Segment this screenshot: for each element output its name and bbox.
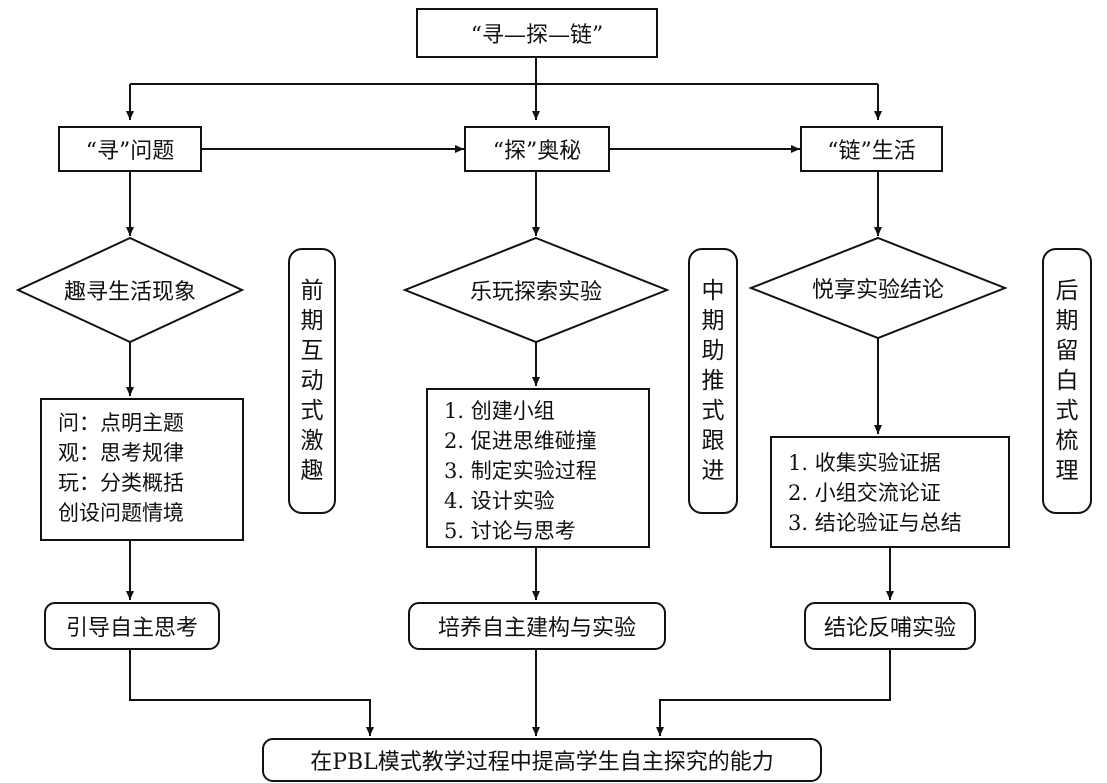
phase-char: 留 xyxy=(1055,338,1079,364)
connector xyxy=(656,650,891,736)
phase-char: 助 xyxy=(701,338,725,364)
list-item: 玩：分类概括 xyxy=(58,471,184,495)
connector xyxy=(129,650,374,736)
phase-char: 推 xyxy=(701,368,725,394)
top-node: “寻—探—链” xyxy=(416,8,658,58)
phase-char: 互 xyxy=(300,338,324,364)
list-item: 创设问题情境 xyxy=(58,501,184,525)
phase-char: 式 xyxy=(1055,398,1079,424)
list-item: 2. 小组交流论证 xyxy=(788,481,941,505)
phase-char: 动 xyxy=(300,368,324,394)
stage-node-link: “链”生活 xyxy=(800,126,943,172)
list-item: 5. 讨论与思考 xyxy=(444,519,576,543)
phase-char: 理 xyxy=(1055,458,1079,484)
result-node-seek: 引导自主思考 xyxy=(44,602,220,650)
phase-char: 激 xyxy=(300,428,324,454)
phase-char: 白 xyxy=(1055,368,1079,394)
phase-pill-late: 后 期 留 白 式 梳 理 xyxy=(1042,248,1092,514)
diamond-label: 悦享实验结论 xyxy=(811,278,945,303)
phase-char: 进 xyxy=(701,458,725,484)
list-item: 1. 创建小组 xyxy=(444,399,555,423)
phase-char: 跟 xyxy=(701,428,725,454)
stage-node-explore: “探”奥秘 xyxy=(464,126,610,172)
diamond-label: 趣寻生活现象 xyxy=(63,280,197,305)
bottom-goal-node: 在PBL模式教学过程中提高学生自主探究的能力 xyxy=(262,738,822,782)
phase-char: 前 xyxy=(300,278,324,304)
phase-char: 期 xyxy=(701,308,725,334)
list-box-link: 1. 收集实验证据 2. 小组交流论证 3. 结论验证与总结 xyxy=(770,436,1010,548)
list-item: 4. 设计实验 xyxy=(444,489,555,513)
phase-pill-early: 前 期 互 动 式 激 趣 xyxy=(288,248,336,514)
phase-char: 梳 xyxy=(1055,428,1079,454)
phase-pill-middle: 中 期 助 推 式 跟 进 xyxy=(688,248,738,514)
phase-char: 式 xyxy=(300,398,324,424)
phase-char: 趣 xyxy=(300,458,324,484)
list-box-explore: 1. 创建小组 2. 促进思维碰撞 3. 制定实验过程 4. 设计实验 5. 讨… xyxy=(426,388,650,548)
list-item: 3. 结论验证与总结 xyxy=(788,511,962,535)
phase-char: 中 xyxy=(701,278,725,304)
phase-char: 期 xyxy=(300,308,324,334)
list-box-seek: 问：点明主题 观：思考规律 玩：分类概括 创设问题情境 xyxy=(40,398,244,541)
phase-char: 期 xyxy=(1055,308,1079,334)
result-node-link: 结论反哺实验 xyxy=(804,602,976,650)
list-item: 问：点明主题 xyxy=(58,411,184,435)
stage-node-seek: “寻”问题 xyxy=(58,126,202,172)
list-item: 2. 促进思维碰撞 xyxy=(444,429,597,453)
list-item: 1. 收集实验证据 xyxy=(788,451,941,475)
result-node-explore: 培养自主建构与实验 xyxy=(408,602,666,650)
list-item: 观：思考规律 xyxy=(58,441,184,465)
list-item: 3. 制定实验过程 xyxy=(444,459,597,483)
diamond-label: 乐玩探索实验 xyxy=(469,280,603,305)
phase-char: 后 xyxy=(1055,278,1079,304)
phase-char: 式 xyxy=(701,398,725,424)
